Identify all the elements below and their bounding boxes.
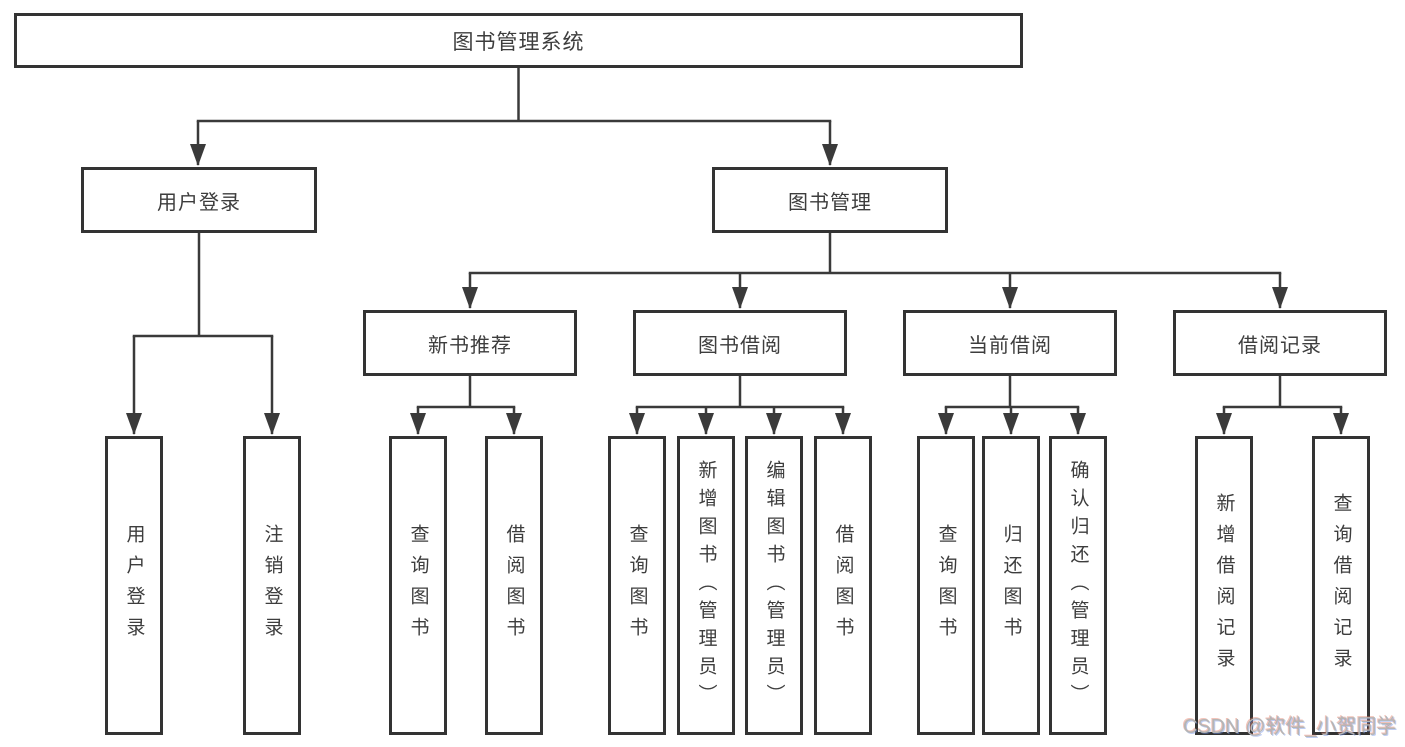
node-library-management-system: 图书管理系统 [14, 13, 1023, 68]
node-user-login: 用户登录 [81, 167, 317, 233]
leaf-borrow-books-recommend: 借阅图书 [485, 436, 543, 735]
leaf-label: 用户登录 [123, 523, 145, 648]
csdn-watermark: CSDN @软件_小贺同学 [1183, 716, 1397, 738]
leaf-label: 查询图书 [935, 523, 957, 648]
leaf-edit-book-admin: 编辑图书（管理员） [745, 436, 803, 735]
leaf-label: 查询图书 [407, 523, 429, 648]
leaf-label: 编辑图书（管理员） [763, 459, 785, 712]
leaf-query-books-borrowing: 查询图书 [608, 436, 666, 735]
leaf-confirm-return-admin: 确认归还（管理员） [1049, 436, 1107, 735]
leaf-label: 新增借阅记录 [1213, 492, 1235, 679]
leaf-borrow-books-borrowing: 借阅图书 [814, 436, 872, 735]
leaf-logout: 注销登录 [243, 436, 301, 735]
node-current-borrowing: 当前借阅 [903, 310, 1117, 376]
leaf-label: 新增图书（管理员） [695, 459, 717, 712]
leaf-query-books-current: 查询图书 [917, 436, 975, 735]
leaf-label: 借阅图书 [503, 523, 525, 648]
leaf-add-borrow-record: 新增借阅记录 [1195, 436, 1253, 735]
leaf-query-borrow-record: 查询借阅记录 [1312, 436, 1370, 735]
leaf-label: 确认归还（管理员） [1067, 459, 1089, 712]
leaf-add-book-admin: 新增图书（管理员） [677, 436, 735, 735]
node-new-book-recommendation: 新书推荐 [363, 310, 577, 376]
leaf-label: 归还图书 [1000, 523, 1022, 648]
leaf-label: 注销登录 [261, 523, 283, 648]
leaf-query-books-recommend: 查询图书 [389, 436, 447, 735]
node-book-borrowing: 图书借阅 [633, 310, 847, 376]
leaf-return-book: 归还图书 [982, 436, 1040, 735]
leaf-label: 查询图书 [626, 523, 648, 648]
node-book-management: 图书管理 [712, 167, 948, 233]
leaf-label: 查询借阅记录 [1330, 492, 1352, 679]
node-borrowing-records: 借阅记录 [1173, 310, 1387, 376]
leaf-user-login: 用户登录 [105, 436, 163, 735]
leaf-label: 借阅图书 [832, 523, 854, 648]
